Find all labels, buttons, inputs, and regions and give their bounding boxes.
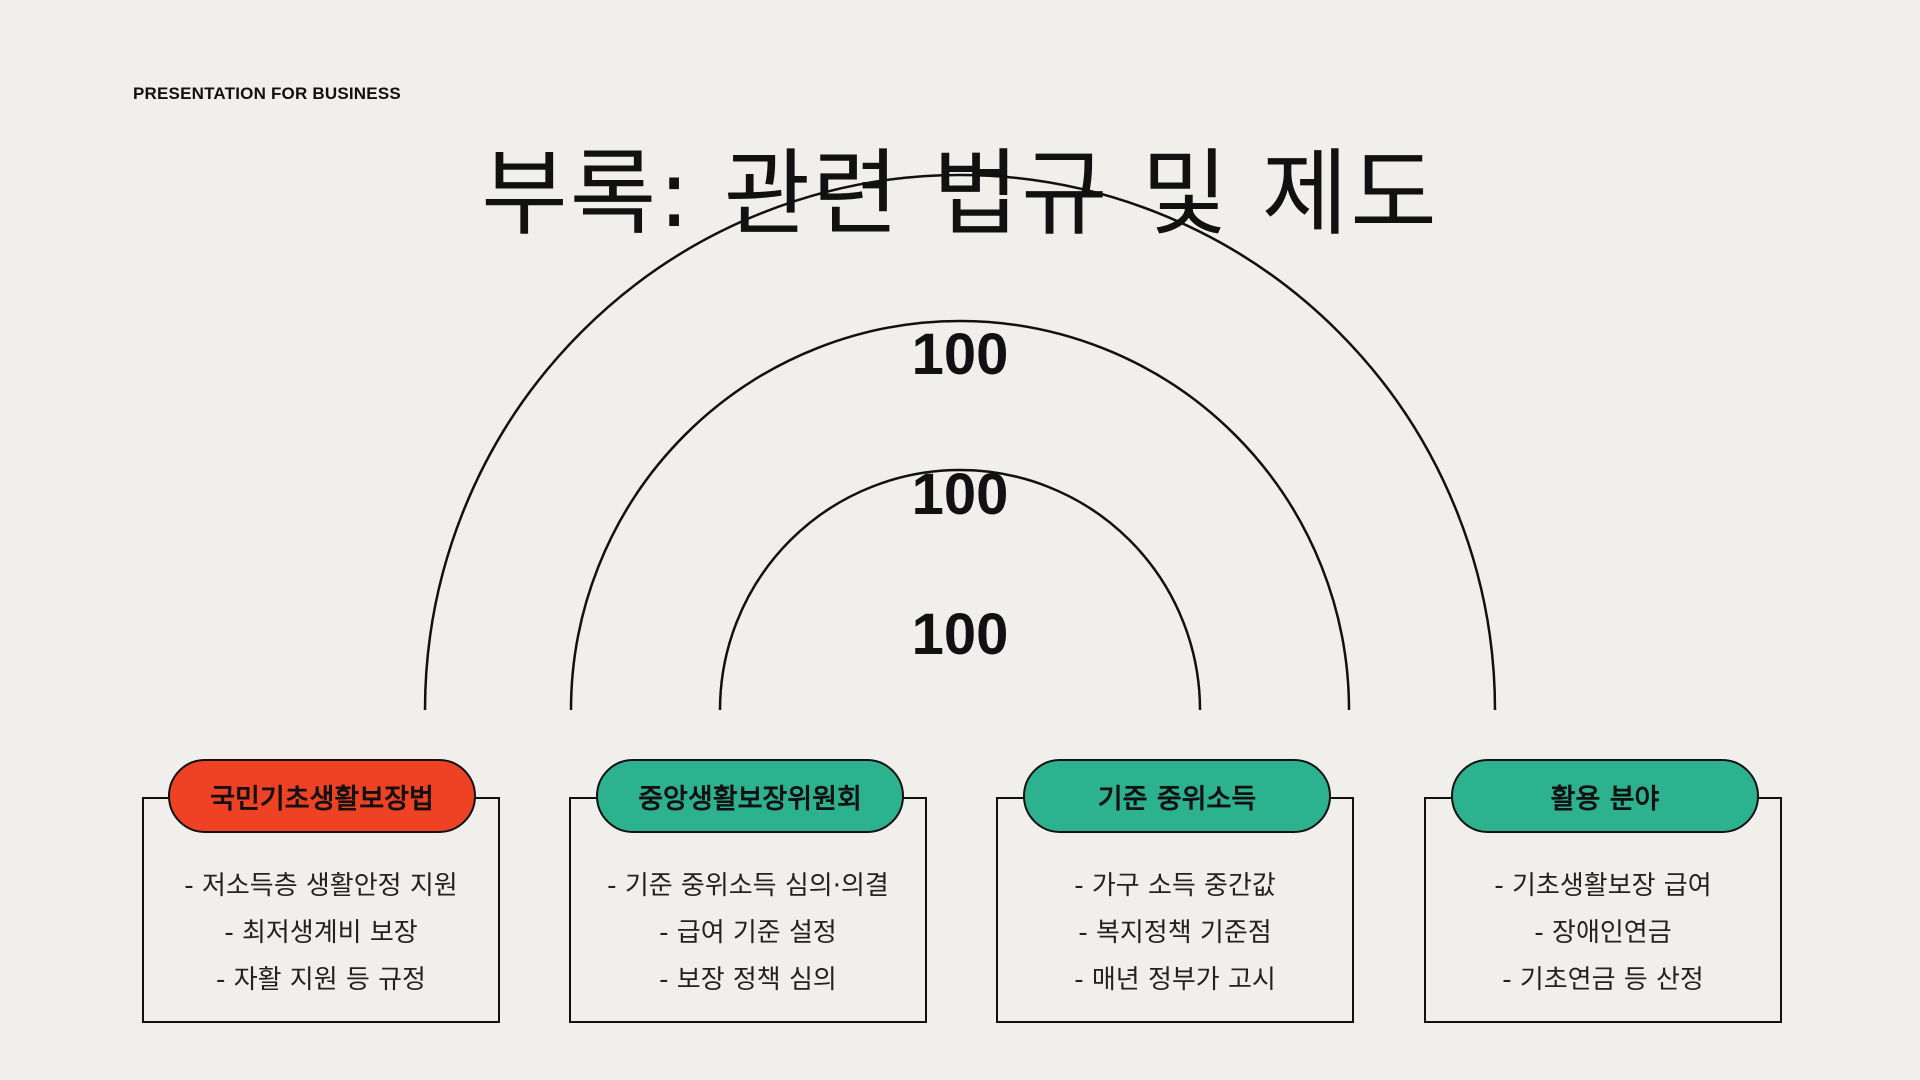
card-basic-livelihood-act: - 저소득층 생활안정 지원 - 최저생계비 보장 - 자활 지원 등 규정 (142, 797, 500, 1023)
card-median-income: - 가구 소득 중간값 - 복지정책 기준점 - 매년 정부가 고시 (996, 797, 1354, 1023)
card-title-pill: 기준 중위소득 (1023, 759, 1331, 833)
inner-arc-label: 100 (911, 602, 1009, 667)
middle-arc (569, 319, 1351, 711)
list-item: - 장애인연금 (1534, 918, 1672, 948)
card-item-list: - 기준 중위소득 심의·의결 - 급여 기준 설정 - 보장 정책 심의 (571, 863, 925, 1004)
card-item-list: - 기초생활보장 급여 - 장애인연금 - 기초연금 등 산정 (1426, 863, 1780, 1004)
list-item: - 복지정책 기준점 (1078, 918, 1272, 948)
presentation-kicker: PRESENTATION FOR BUSINESS (133, 84, 401, 103)
outer-arc-label: 100 (911, 322, 1009, 387)
list-item: - 매년 정부가 고시 (1074, 965, 1276, 995)
list-item: - 가구 소득 중간값 (1074, 871, 1276, 901)
card-central-committee: - 기준 중위소득 심의·의결 - 급여 기준 설정 - 보장 정책 심의 (569, 797, 927, 1023)
card-title-pill: 활용 분야 (1451, 759, 1759, 833)
list-item: - 기초생활보장 급여 (1494, 871, 1712, 901)
list-item: - 기준 중위소득 심의·의결 (607, 871, 889, 901)
card-item-list: - 가구 소득 중간값 - 복지정책 기준점 - 매년 정부가 고시 (998, 863, 1352, 1004)
outer-arc (423, 173, 1497, 711)
card-item-list: - 저소득층 생활안정 지원 - 최저생계비 보장 - 자활 지원 등 규정 (144, 863, 498, 1004)
list-item: - 보장 정책 심의 (659, 965, 837, 995)
middle-arc-label: 100 (911, 462, 1009, 527)
card-usage-areas: - 기초생활보장 급여 - 장애인연금 - 기초연금 등 산정 (1424, 797, 1782, 1023)
slide-title: 부록: 관련 법규 및 제도 (481, 140, 1439, 249)
list-item: - 기초연금 등 산정 (1502, 965, 1704, 995)
card-title-pill: 중앙생활보장위원회 (596, 759, 904, 833)
list-item: - 급여 기준 설정 (659, 918, 837, 948)
inner-arc (718, 468, 1202, 711)
list-item: - 저소득층 생활안정 지원 (184, 871, 458, 901)
card-title-pill: 국민기초생활보장법 (168, 759, 476, 833)
list-item: - 자활 지원 등 규정 (216, 965, 426, 995)
list-item: - 최저생계비 보장 (224, 918, 418, 948)
